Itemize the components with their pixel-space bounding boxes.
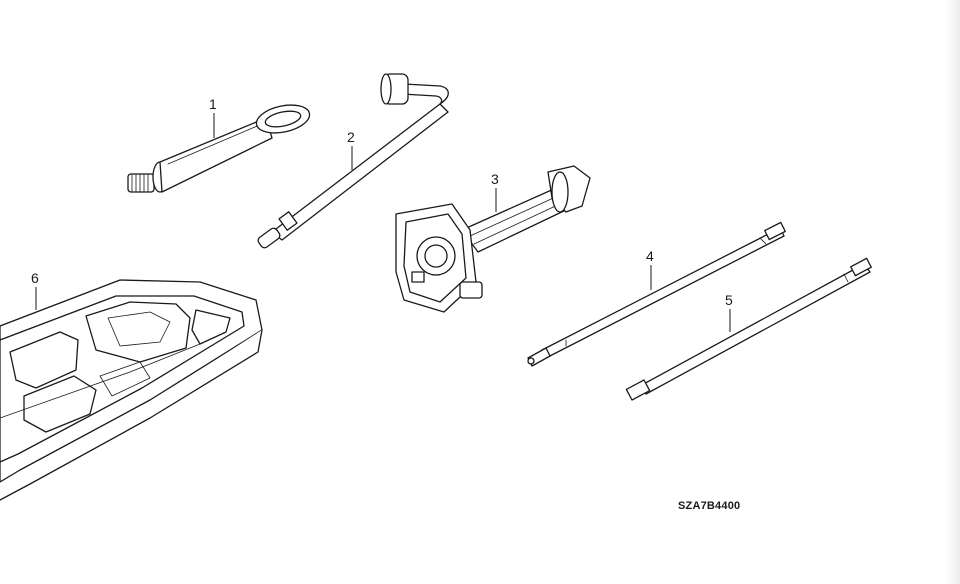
callout-number-2: 2 <box>347 129 355 145</box>
jack-icon <box>395 165 591 313</box>
callout-number-1: 1 <box>209 96 217 112</box>
reference-code: SZA7B4400 <box>678 500 740 512</box>
jack-handle-bar-icon <box>527 221 786 367</box>
tool-tray-icon <box>0 279 263 501</box>
page-edge-shadow <box>946 0 960 584</box>
callout-number-4: 4 <box>646 248 654 264</box>
callout-number-5: 5 <box>725 292 733 308</box>
jack-extension-bar-icon <box>625 257 872 401</box>
callout-number-6: 6 <box>31 270 39 286</box>
callout-number-3: 3 <box>491 171 499 187</box>
wheel-nut-wrench-icon <box>257 73 449 249</box>
towing-hook-icon <box>127 104 311 193</box>
